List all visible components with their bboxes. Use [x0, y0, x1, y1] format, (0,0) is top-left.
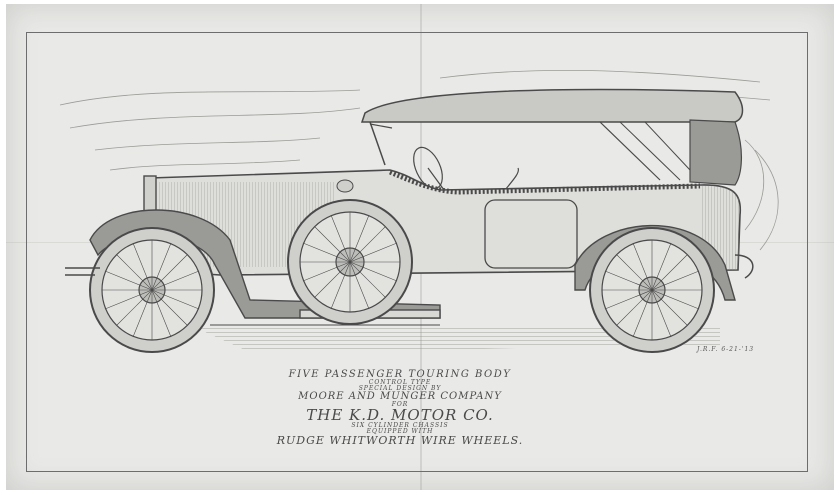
caption-designer: MOORE AND MUNGER COMPANY: [298, 391, 502, 402]
drawing-border-frame: [26, 32, 808, 472]
caption-client: THE K.D. MOTOR CO.: [306, 406, 494, 424]
rear-wire-wheel: [589, 227, 715, 353]
bumpers: [65, 254, 754, 279]
caption-equipped: EQUIPPED WITH: [366, 428, 434, 435]
caption-for: FOR: [391, 401, 409, 408]
drawing-caption: FIVE PASSENGER TOURING BODY CONTROL TYPE…: [250, 369, 550, 447]
folding-top: [360, 88, 744, 186]
caption-design-by: SPECIAL DESIGN BY: [358, 385, 442, 392]
spare-wire-wheel: [287, 199, 413, 325]
caption-wheels: RUDGE WHITWORTH WIRE WHEELS.: [276, 434, 524, 447]
caption-body-type: FIVE PASSENGER TOURING BODY: [288, 369, 512, 380]
caption-chassis: SIX CYLINDER CHASSIS: [351, 422, 449, 429]
draftsman-signature: J.R.F. 6-21-'13: [697, 346, 755, 353]
ground-shadow: [190, 325, 720, 352]
front-wire-wheel: [89, 227, 215, 353]
caption-control-type: CONTROL TYPE: [368, 379, 432, 386]
